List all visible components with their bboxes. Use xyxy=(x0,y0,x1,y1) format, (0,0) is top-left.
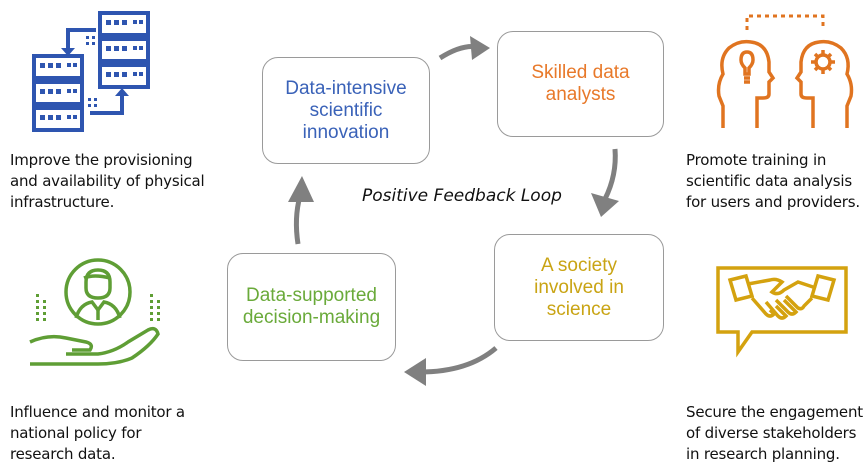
node-decision: Data-supported decision-making xyxy=(227,253,396,361)
caption-training: Promote training in scientific data anal… xyxy=(686,151,860,211)
caption-infrastructure: Improve the provisioning and availabilit… xyxy=(10,151,205,211)
person-in-hand-icon xyxy=(29,258,160,366)
node-analysts: Skilled data analysts xyxy=(497,31,664,137)
arrow-analysts-to-society xyxy=(591,148,619,217)
loop-title: Positive Feedback Loop xyxy=(362,186,562,206)
arrow-decision-to-innovation xyxy=(288,176,314,245)
caption-engagement: Secure the engagement of diverse stakeho… xyxy=(686,403,863,463)
handshake-speech-bubble-icon xyxy=(716,266,848,358)
arrow-innovation-to-analysts xyxy=(438,36,490,61)
arrow-society-to-decision xyxy=(404,346,498,386)
caption-policy: Influence and monitor a national policy … xyxy=(10,403,185,463)
heads-lightbulb-gear-icon xyxy=(716,14,854,128)
node-innovation: Data-intensive scientific innovation xyxy=(262,57,430,164)
servers-icon xyxy=(32,11,150,132)
node-society: A society involved in science xyxy=(494,234,664,341)
